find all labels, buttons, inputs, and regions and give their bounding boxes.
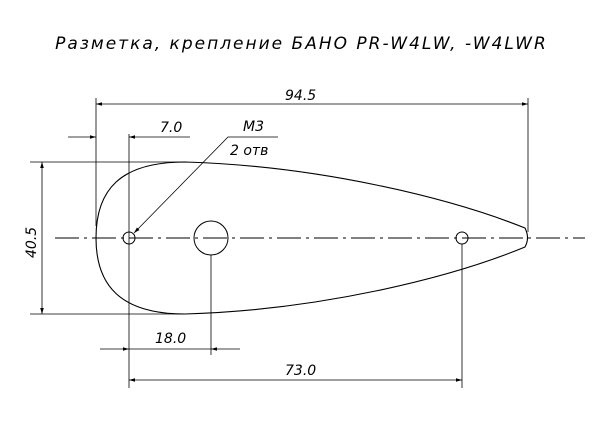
dim-center-hole-offset: 18.0 <box>155 331 186 347</box>
dim-hole-spacing: 73.0 <box>285 363 316 379</box>
hole-callout-count: 2 отв <box>230 143 268 159</box>
drawing-title: Разметка, крепление БАНО PR-W4LW, -W4LWR <box>55 34 548 54</box>
dim-overall-length: 94.5 <box>285 88 316 104</box>
dim-hole-offset: 7.0 <box>160 120 182 136</box>
hole-callout-thread: M3 <box>243 119 264 135</box>
part-outline <box>95 161 529 315</box>
hole-callout-leader <box>133 136 278 234</box>
dim-height: 40.5 <box>24 227 40 258</box>
